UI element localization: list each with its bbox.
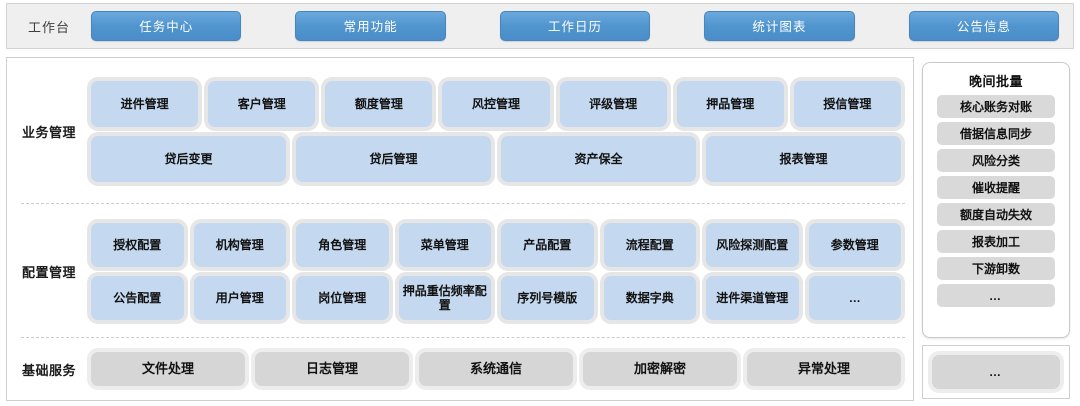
night-batch-item-risk-classification[interactable]: 风险分类 (937, 149, 1055, 172)
module-map-panel: 业务管理 进件管理 客户管理 额度管理 风控管理 评级管理 押品管理 授信管理 … (6, 57, 914, 401)
band-label-basic-services: 基础服务 (21, 362, 76, 378)
tile-user-management[interactable]: 用户管理 (193, 275, 286, 320)
tile-more-services[interactable]: … (932, 355, 1060, 389)
night-batch-item-report-processing[interactable]: 报表加工 (937, 230, 1055, 253)
tile-organization-management[interactable]: 机构管理 (193, 222, 286, 267)
business-row-2: 贷后变更 贷后管理 资产保全 报表管理 (91, 135, 901, 182)
tile-log-management[interactable]: 日志管理 (255, 352, 409, 386)
top-navigation-bar: 工作台 任务中心 常用功能 工作日历 统计图表 公告信息 (6, 3, 1074, 49)
tile-report-management[interactable]: 报表管理 (706, 135, 901, 182)
tile-authorization-config[interactable]: 授权配置 (91, 222, 184, 267)
right-bottom-panel: … (922, 345, 1070, 399)
tab-work-calendar[interactable]: 工作日历 (499, 11, 651, 41)
business-row-1: 进件管理 客户管理 额度管理 风控管理 评级管理 押品管理 授信管理 (91, 80, 901, 127)
tile-risk-detection-config[interactable]: 风险探测配置 (706, 222, 799, 267)
band-label-configuration: 配置管理 (21, 264, 76, 280)
night-batch-item-more[interactable]: … (937, 284, 1055, 307)
tile-credit-limit-management[interactable]: 额度管理 (325, 80, 433, 127)
config-row-1: 授权配置 机构管理 角色管理 菜单管理 产品配置 流程配置 风险探测配置 参数管… (91, 222, 901, 267)
config-row-2: 公告配置 用户管理 岗位管理 押品重估频率配置 序列号模版 数据字典 进件渠道管… (91, 275, 901, 320)
tile-file-processing[interactable]: 文件处理 (91, 352, 245, 386)
tile-position-management[interactable]: 岗位管理 (296, 275, 389, 320)
tab-statistics-charts[interactable]: 统计图表 (704, 11, 855, 41)
tile-risk-control-management[interactable]: 风控管理 (442, 80, 550, 127)
basic-row-1: 文件处理 日志管理 系统通信 加密解密 异常处理 (91, 352, 901, 386)
tile-customer-management[interactable]: 客户管理 (208, 80, 316, 127)
tile-more-config[interactable]: … (808, 275, 901, 320)
band-configuration-management: 配置管理 授权配置 机构管理 角色管理 菜单管理 产品配置 流程配置 风险探测配… (7, 204, 913, 338)
tile-collateral-revaluation-frequency-config[interactable]: 押品重估频率配置 (398, 275, 491, 320)
tile-product-config[interactable]: 产品配置 (501, 222, 594, 267)
night-batch-item-core-accounting-reconciliation[interactable]: 核心账务对账 (937, 95, 1055, 118)
divider-business-config (21, 203, 905, 204)
workbench-label: 工作台 (27, 19, 70, 35)
night-batch-item-credit-limit-auto-expiry[interactable]: 额度自动失效 (937, 203, 1055, 226)
tile-post-loan-management[interactable]: 贷后管理 (296, 135, 491, 182)
band-rows-basic-services: 文件处理 日志管理 系统通信 加密解密 异常处理 (91, 352, 913, 386)
band-basic-services: 基础服务 文件处理 日志管理 系统通信 加密解密 异常处理 (7, 338, 913, 400)
tile-exception-handling[interactable]: 异常处理 (747, 352, 901, 386)
night-batch-item-collection-reminder[interactable]: 催收提醒 (937, 176, 1055, 199)
tile-collateral-management[interactable]: 押品管理 (676, 80, 784, 127)
night-batch-title: 晚间批量 (968, 74, 1023, 89)
night-batch-item-downstream-data-unload[interactable]: 下游卸数 (937, 257, 1055, 280)
night-batch-item-loan-voucher-sync[interactable]: 借据信息同步 (937, 122, 1055, 145)
tile-application-channel-management[interactable]: 进件渠道管理 (706, 275, 799, 320)
tile-menu-management[interactable]: 菜单管理 (398, 222, 491, 267)
tile-encryption-decryption[interactable]: 加密解密 (583, 352, 737, 386)
tile-post-loan-change[interactable]: 贷后变更 (91, 135, 286, 182)
tile-system-communication[interactable]: 系统通信 (419, 352, 573, 386)
tile-data-dictionary[interactable]: 数据字典 (603, 275, 696, 320)
tile-application-management[interactable]: 进件管理 (91, 80, 199, 127)
tile-asset-preservation[interactable]: 资产保全 (501, 135, 696, 182)
night-batch-panel: 晚间批量 核心账务对账 借据信息同步 风险分类 催收提醒 额度自动失效 报表加工… (922, 62, 1070, 338)
tile-serial-number-template[interactable]: 序列号模版 (501, 275, 594, 320)
tile-parameter-management[interactable]: 参数管理 (808, 222, 901, 267)
band-label-business: 业务管理 (21, 124, 76, 140)
tile-announcement-config[interactable]: 公告配置 (91, 275, 184, 320)
tab-task-center[interactable]: 任务中心 (91, 11, 242, 41)
divider-config-basic (21, 337, 905, 338)
band-rows-configuration: 授权配置 机构管理 角色管理 菜单管理 产品配置 流程配置 风险探测配置 参数管… (91, 222, 913, 320)
band-business-management: 业务管理 进件管理 客户管理 额度管理 风控管理 评级管理 押品管理 授信管理 … (7, 58, 913, 204)
top-tab-list: 任务中心 常用功能 工作日历 统计图表 公告信息 (91, 11, 1073, 41)
tab-announcements[interactable]: 公告信息 (908, 11, 1060, 41)
tab-common-functions[interactable]: 常用功能 (295, 11, 446, 41)
band-rows-business: 进件管理 客户管理 额度管理 风控管理 评级管理 押品管理 授信管理 贷后变更 … (91, 80, 913, 182)
tile-role-management[interactable]: 角色管理 (296, 222, 389, 267)
tile-credit-granting-management[interactable]: 授信管理 (793, 80, 901, 127)
tile-process-config[interactable]: 流程配置 (603, 222, 696, 267)
tile-rating-management[interactable]: 评级管理 (559, 80, 667, 127)
